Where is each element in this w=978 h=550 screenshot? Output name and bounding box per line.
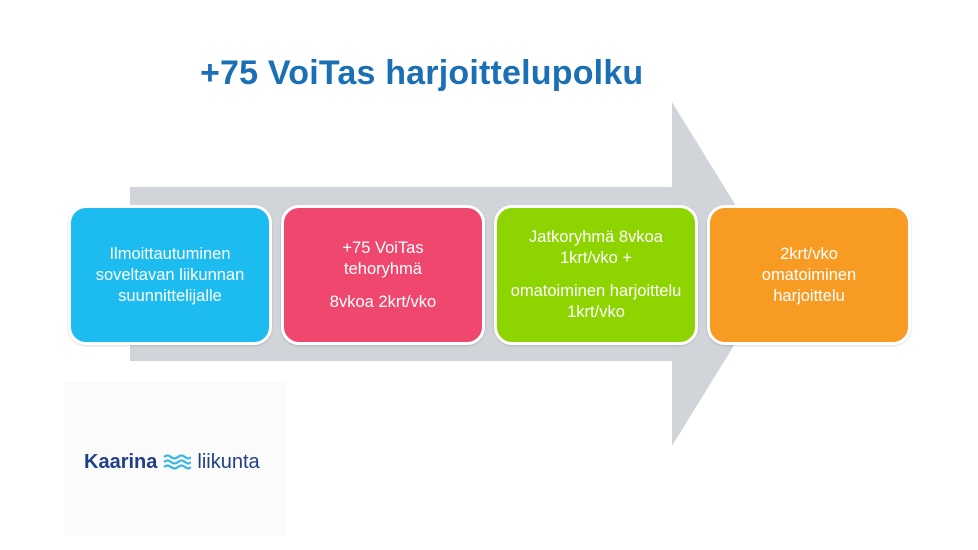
step-independent-training: 2krt/vko omatoiminen harjoittelu bbox=[707, 205, 911, 345]
step-continuation-group: Jatkoryhmä 8vkoa 1krt/vko + omatoiminen … bbox=[494, 205, 698, 345]
logo-name: Kaarina bbox=[84, 450, 158, 473]
step-3-text-a: Jatkoryhmä 8vkoa 1krt/vko + bbox=[529, 228, 663, 267]
step-registration: Ilmoittautuminen soveltavan liikunnan su… bbox=[68, 205, 272, 345]
step-1-text: Ilmoittautuminen soveltavan liikunnan su… bbox=[95, 244, 245, 305]
step-2-text-a: +75 VoiTas tehoryhmä bbox=[342, 238, 424, 278]
page-title: +75 VoiTas harjoittelupolku bbox=[200, 54, 644, 92]
step-intensive-group: +75 VoiTas tehoryhmä 8vkoa 2krt/vko bbox=[281, 205, 485, 345]
step-2-text-b: 8vkoa 2krt/vko bbox=[329, 292, 437, 311]
waves-icon bbox=[163, 454, 192, 470]
kaarina-liikunta-logo: Kaarina liikunta bbox=[84, 449, 260, 475]
logo-suffix: liikunta bbox=[197, 450, 260, 473]
step-3-text-b: omatoiminen harjoittelu 1krt/vko bbox=[510, 282, 682, 321]
step-4-text: 2krt/vko omatoiminen harjoittelu bbox=[761, 244, 857, 305]
